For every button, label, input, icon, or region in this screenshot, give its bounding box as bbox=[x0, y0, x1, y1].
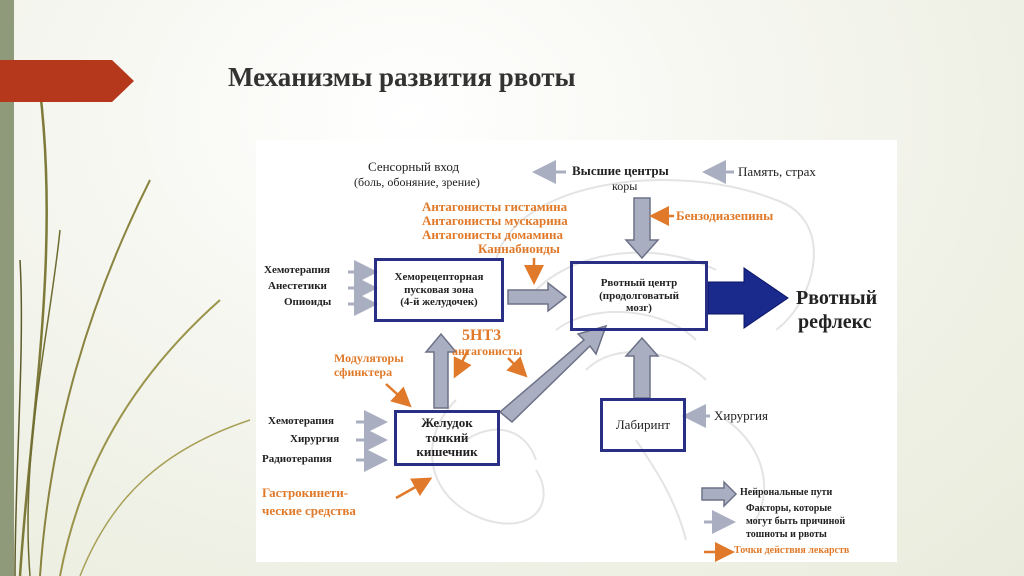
decorative-grass bbox=[14, 89, 251, 576]
reflex-label-2: рефлекс bbox=[798, 311, 872, 333]
legend-drug-label: Точки действия лекарств bbox=[734, 545, 850, 556]
higher-centers-label: Высшие центры bbox=[572, 163, 669, 178]
sphincter-label-1: Модуляторы bbox=[334, 351, 404, 365]
ctz-input-anesthetics: Анестетики bbox=[268, 280, 327, 292]
vomit-center-box: Рвотный центр (продолговатый мозг) bbox=[570, 261, 708, 331]
vomit-center-line2: (продолговатый bbox=[599, 289, 679, 302]
ht3-label: 5НТ3 bbox=[462, 327, 502, 344]
ctz-box-line1: Хеморецепторная bbox=[394, 271, 484, 284]
surgery-label: Хирургия bbox=[714, 408, 768, 423]
antagonist-muscarine: Антагонисты мускарина bbox=[422, 213, 568, 228]
gastrokinetic-label-1: Гастрокинети- bbox=[262, 485, 349, 500]
gut-input-radiotherapy: Радиотерапия bbox=[262, 453, 332, 465]
gut-input-surgery: Хирургия bbox=[290, 433, 340, 445]
arrow-gut-to-center bbox=[498, 324, 608, 424]
left-accent-bar bbox=[0, 0, 14, 576]
vomit-center-line3: мозг) bbox=[626, 302, 652, 315]
arrow-center-to-reflex bbox=[707, 267, 789, 329]
ctz-box-line2: пусковая зона bbox=[404, 283, 474, 296]
gut-box: Желудок тонкий кишечник bbox=[394, 410, 500, 466]
cannabinoids: Каннабиоиды bbox=[478, 241, 560, 256]
labyrinth-box: Лабиринт bbox=[600, 398, 686, 452]
vomit-center-line1: Рвотный центр bbox=[600, 277, 678, 290]
arrow-5ht3-a bbox=[453, 349, 472, 379]
gut-box-line1: Желудок bbox=[421, 414, 473, 430]
benzodiazepines-label: Бензодиазепины bbox=[676, 208, 774, 223]
ctz-input-chemotherapy: Хемотерапия bbox=[264, 264, 330, 276]
sensory-input-detail: (боль, обоняние, зрение) bbox=[354, 175, 480, 189]
gut-box-line3: кишечник bbox=[416, 444, 478, 460]
arrow-5ht3-b bbox=[506, 356, 528, 378]
gut-box-line2: тонкий bbox=[425, 429, 469, 445]
arrow-labyrinth-to-center bbox=[624, 336, 660, 399]
legend-factors-label-3: тошноты и рвоты bbox=[746, 529, 827, 540]
gastrokinetic-label-2: ческие средства bbox=[262, 503, 356, 518]
ctz-box-line3: (4-й желудочек) bbox=[400, 296, 478, 309]
arrow-ctz-to-center bbox=[507, 281, 568, 313]
arrow-sphincter bbox=[385, 383, 412, 408]
legend-factors-label-1: Факторы, которые bbox=[746, 503, 832, 514]
reflex-label-1: Рвотный bbox=[796, 287, 878, 309]
antagonist-histamine: Антагонисты гистамина bbox=[422, 199, 568, 214]
arrow-gut-to-ctz bbox=[424, 332, 458, 409]
ctz-input-opioids: Опиоиды bbox=[284, 296, 332, 308]
sphincter-label-2: сфинктера bbox=[334, 365, 393, 379]
gut-input-chemotherapy: Хемотерапия bbox=[268, 415, 334, 427]
legend-factors-label-2: могут быть причиной bbox=[746, 516, 846, 527]
sensory-input-label: Сенсорный вход bbox=[368, 159, 460, 174]
title-arrow-shape bbox=[0, 60, 134, 102]
higher-centers-detail: коры bbox=[612, 179, 638, 193]
arrow-higher-to-center bbox=[624, 197, 660, 260]
labyrinth-label: Лабиринт bbox=[615, 416, 671, 432]
legend-neural-label: Нейрональные пути bbox=[740, 487, 833, 498]
ctz-box: Хеморецепторная пусковая зона (4-й желуд… bbox=[374, 258, 504, 322]
arrows-layer bbox=[348, 160, 789, 562]
legend-neural-symbol bbox=[701, 480, 738, 508]
antagonist-dopamine: Антагонисты домамина bbox=[422, 227, 563, 242]
memory-fear-label: Память, страх bbox=[738, 164, 816, 179]
arrow-gastrokinetic bbox=[395, 477, 433, 500]
ht3-antagonists-label: антагонисты bbox=[452, 344, 523, 358]
slide-title: Механизмы развития рвоты bbox=[228, 62, 576, 92]
vomiting-diagram: Сенсорный вход (боль, обоняние, зрение) … bbox=[256, 140, 897, 562]
